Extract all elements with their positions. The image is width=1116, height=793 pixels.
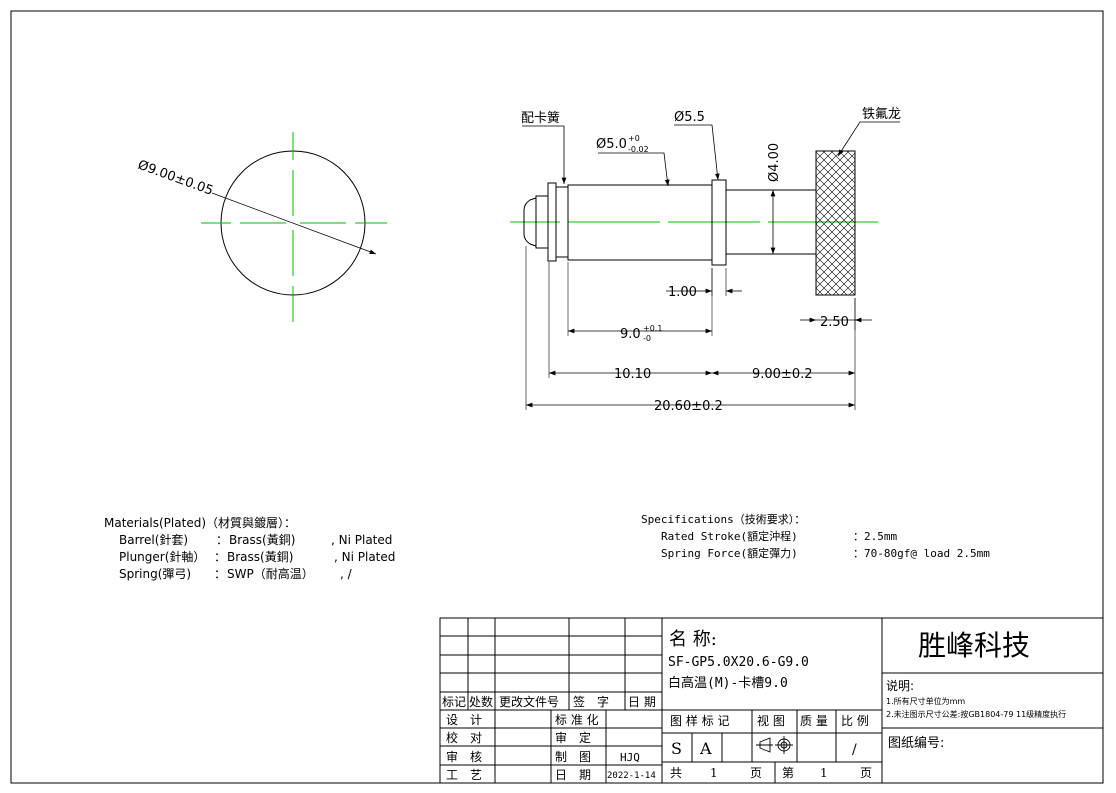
total-value: 1 — [710, 766, 718, 780]
specs-label: Rated Stroke(額定沖程) — [661, 529, 798, 543]
drafter: HJQ — [620, 751, 640, 764]
note-2: 2.未注图示尺寸公差:按GB1804-79 11级精度执行 — [886, 709, 1066, 719]
stage-a: A — [699, 739, 712, 758]
barrel-diameter-tol-up: +0 — [628, 134, 640, 143]
sheet-value: 1 — [820, 766, 828, 780]
rev-header: 更改文件号 — [499, 694, 559, 709]
total-length-dim: 20.60±0.2 — [654, 399, 723, 414]
teflon-head — [815, 150, 856, 296]
materials-sep: ： — [214, 567, 226, 581]
specs-heading: Specifications（技術要求）： — [641, 513, 805, 526]
materials-material: Brass(黃銅) — [227, 550, 293, 564]
teflon-label: 铁氟龙 — [862, 107, 901, 122]
left-length-dim: 10.10 — [614, 367, 651, 382]
title-block-text: 标记 处数 更改文件号 签 字 日 期 设 计 校 对 审 核 工 艺 标 准 … — [442, 629, 1066, 782]
rev-header: 签 字 — [573, 694, 609, 709]
projection-symbol-icon — [756, 736, 793, 754]
drawing-number-label: 图纸编号: — [888, 736, 944, 751]
diameter-leader — [211, 192, 377, 255]
specs-value: ：2.5mm — [853, 530, 897, 543]
collar-width-dim: 1.00 — [668, 285, 697, 300]
specifications-block: Specifications（技術要求）： Rated Stroke(額定沖程)… — [641, 513, 990, 560]
scale-value: / — [852, 742, 857, 758]
name-label: 名 称: — [669, 629, 717, 650]
materials-plating: , Ni Plated — [331, 533, 392, 547]
clip-label: 配卡簧 — [521, 110, 560, 126]
end-view: Ø9.00±0.05 — [136, 132, 387, 322]
materials-plating: , Ni Plated — [334, 550, 395, 564]
materials-block: Materials(Plated)（材質與鍍層）： Barrel(針套) ： B… — [104, 515, 395, 581]
sheet-border — [10, 10, 1104, 784]
mid-label: 标 准 化 — [555, 713, 599, 727]
plunger-tip — [523, 197, 537, 247]
row-label: 审 核 — [446, 749, 482, 764]
row-label: 工 艺 — [446, 768, 482, 782]
stage-s: S — [671, 739, 682, 758]
rev-header: 日 期 — [628, 695, 656, 709]
rev-header: 标记 — [442, 695, 466, 709]
note-1: 1.所有尺寸单位为mm — [886, 696, 965, 706]
scale-header: 比 例 — [841, 714, 869, 728]
materials-heading: Materials(Plated)（材質與鍍層）： — [104, 515, 296, 530]
diameter-label: Ø9.00±0.05 — [136, 158, 215, 199]
materials-sep: ： — [216, 533, 228, 547]
view-header: 视 图 — [757, 713, 785, 728]
part-number: SF-GP5.0X20.6-G9.0 — [668, 655, 809, 670]
barrel-diameter-tol-down: -0.02 — [628, 145, 649, 154]
materials-plating: , / — [340, 567, 353, 581]
barrel-diameter: Ø5.0 — [596, 137, 627, 152]
materials-sep: ： — [214, 550, 226, 564]
materials-material: SWP（耐高温） — [227, 566, 314, 581]
sheet-unit: 页 — [860, 766, 872, 780]
materials-part: Spring(彈弓) — [119, 567, 191, 581]
collar-diameter: Ø5.5 — [674, 110, 705, 125]
barrel-length-tol-up: +0.1 — [643, 324, 662, 333]
materials-part: Plunger(針軸） — [119, 549, 205, 564]
specs-label: Spring Force(額定彈力) — [661, 546, 798, 560]
stage-header: 图 样 标 记 — [670, 713, 729, 728]
right-length-dim: 9.00±0.2 — [752, 367, 813, 382]
head-width-dim: 2.50 — [820, 315, 849, 330]
side-view: 配卡簧 铁氟龙 Ø5.0 +0 -0.02 Ø5.5 Ø4.00 1.00 2.… — [510, 107, 901, 414]
mid-label: 制 图 — [555, 750, 591, 764]
sheet-label: 第 — [782, 766, 794, 780]
materials-part: Barrel(針套) — [119, 532, 188, 547]
drawing-date: 2022-1-14 — [607, 771, 656, 781]
title-block — [439, 617, 1104, 784]
mid-label: 日 期 — [555, 768, 591, 782]
page-unit: 页 — [750, 766, 762, 780]
materials-material: Brass(黃銅) — [229, 533, 295, 547]
company-name: 胜峰科技 — [918, 629, 1030, 662]
mid-label: 审 定 — [555, 730, 591, 745]
shaft-diameter: Ø4.00 — [767, 143, 782, 182]
row-label: 校 对 — [446, 730, 482, 745]
rev-header: 处数 — [469, 694, 493, 709]
part-description: 白高温(M)-卡槽9.0 — [668, 675, 788, 691]
collar — [711, 179, 727, 266]
specs-value: ：70-80gf@ load 2.5mm — [853, 547, 990, 560]
barrel-length-tol-down: -0 — [643, 334, 651, 343]
barrel-length-dim: 9.0 — [620, 327, 641, 342]
total-label: 共 — [670, 766, 682, 780]
mass-header: 质 量 — [800, 714, 828, 728]
notes-heading: 说明: — [886, 678, 914, 693]
row-label: 设 计 — [446, 713, 482, 727]
